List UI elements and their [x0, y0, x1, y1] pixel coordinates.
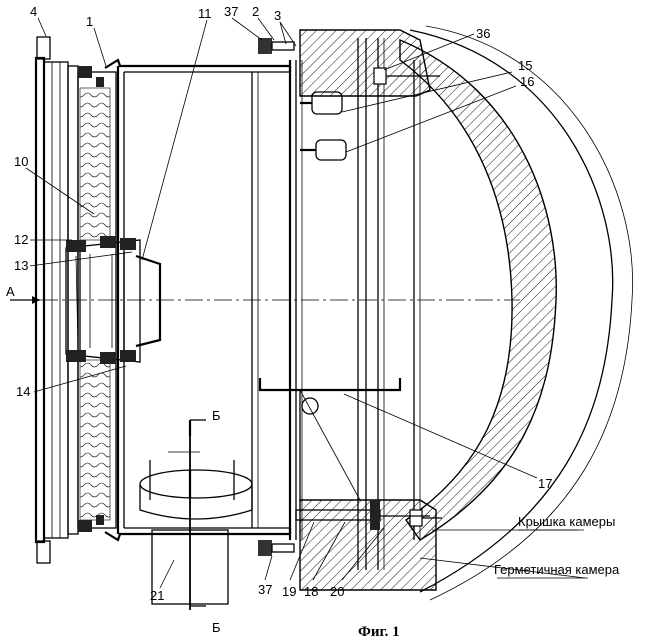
label-37-top: 37: [224, 4, 238, 19]
label-11: 11: [198, 6, 212, 21]
label-15: 15: [518, 58, 532, 73]
label-37-bottom: 37: [258, 582, 272, 597]
label-3: 3: [274, 8, 281, 23]
window-assembly: [67, 65, 117, 535]
section-mark-top: [188, 419, 206, 436]
label-16: 16: [520, 74, 534, 89]
label-12: 12: [14, 232, 28, 247]
figure-caption: Фиг. 1: [358, 624, 400, 640]
label-section-bottom: Б: [212, 620, 221, 635]
label-10: 10: [14, 154, 28, 169]
label-17: 17: [538, 476, 552, 491]
label-section-top: Б: [212, 408, 221, 423]
chamber-cover: [299, 25, 634, 601]
bracket-17: [258, 378, 402, 501]
frame-posts: [258, 38, 421, 570]
sensor-16: [300, 139, 347, 161]
callout-chamber: Герметичная камера: [494, 562, 620, 577]
sensor-15: [300, 91, 343, 115]
rod-assembly: [295, 500, 430, 530]
label-20: 20: [330, 584, 344, 599]
label-36: 36: [476, 26, 490, 41]
label-21: 21: [150, 588, 164, 603]
label-2: 2: [252, 4, 259, 19]
label-4: 4: [30, 4, 37, 19]
axis-line: [10, 296, 520, 304]
drum-21: [139, 424, 253, 610]
lens-assembly: [65, 236, 162, 364]
label-19: 19: [282, 584, 296, 599]
label-14: 14: [16, 384, 30, 399]
label-13: 13: [14, 258, 28, 273]
leader-lines: [25, 17, 588, 589]
label-1: 1: [86, 14, 93, 29]
label-A: A: [6, 284, 15, 299]
label-18: 18: [304, 584, 318, 599]
callout-cover: Крышка камеры: [518, 514, 615, 529]
